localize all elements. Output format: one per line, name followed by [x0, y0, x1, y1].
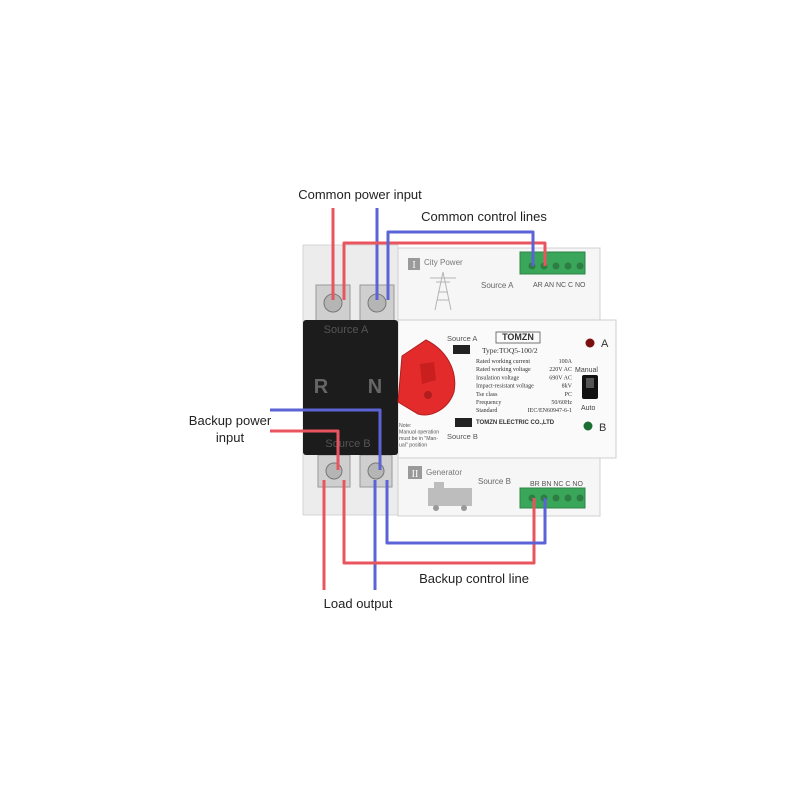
spec-row-value: 690V AC: [549, 375, 572, 381]
spec-row-label: Impact-resistant voltage: [476, 384, 534, 390]
company-label: TOMZN ELECTRIC CO.,LTD: [476, 420, 555, 426]
backup-control-red-wire: [342, 480, 536, 565]
note-line: Manual operation: [399, 430, 439, 436]
type-label: Type:TOQ5-100/2: [482, 346, 538, 355]
indicator-window-a: [453, 345, 470, 354]
spec-row-value: IEC/EN60947-6-1: [528, 408, 572, 414]
spec-row-label: Rated working current: [476, 359, 530, 365]
section-ii-label: II: [412, 469, 419, 480]
backup-power-red-wire: [270, 429, 340, 470]
block-source-a-label: Source A: [324, 324, 369, 336]
section-i-label: I: [412, 260, 415, 271]
spec-row-label: Tse class: [476, 392, 498, 398]
mode-auto-label: Auto: [581, 405, 596, 412]
bottom-terminal-screw-row: [528, 494, 584, 502]
led-b-label: B: [599, 422, 606, 434]
spec-row-value: PC: [565, 392, 572, 398]
brand-label: TOMZN: [502, 332, 534, 342]
spec-row-value: 8kV: [562, 384, 573, 390]
mode-toggle-lever: [586, 378, 594, 388]
top-control-terminal: [519, 251, 586, 275]
top-terminal-labels: AR AN NC C NO: [533, 282, 586, 289]
led-a-indicator: [585, 338, 595, 348]
pole-r-label: R: [314, 376, 329, 398]
source-a-top-label: Source A: [481, 281, 514, 290]
generator-label: Generator: [426, 468, 462, 477]
source-b-bottom-label: Source B: [478, 477, 511, 486]
switching-block: [303, 320, 398, 455]
note-line: Note:: [399, 423, 411, 429]
spec-row-label: Frequency: [476, 400, 501, 406]
backup-control-blue-wire: [385, 480, 547, 545]
panel-source-a-label: Source A: [447, 334, 477, 343]
common-control-blue-wire: [386, 230, 535, 300]
block-source-b-label: Source B: [325, 438, 370, 450]
backup-power-blue-wire: [270, 408, 382, 470]
power-pylon-icon: [430, 271, 456, 311]
common-power-input-label: Common power input: [298, 187, 422, 202]
backup-power-input-label-line2: input: [216, 430, 245, 445]
spec-row-value: 220V AC: [549, 367, 572, 373]
generator-icon: [428, 482, 472, 511]
manual-handle-knob[interactable]: [397, 339, 456, 416]
spec-row-label: Standard: [476, 408, 497, 414]
spec-row-value: 100A: [559, 359, 573, 365]
spec-row-value: 50/60Hz: [551, 400, 572, 406]
note-line: ual" position: [399, 443, 427, 449]
common-control-red-wire: [342, 241, 547, 300]
led-b-indicator: [583, 421, 593, 431]
indicator-window-b: [455, 418, 472, 427]
backup-power-input-label-line1: Backup power: [189, 413, 272, 428]
common-control-lines-label: Common control lines: [421, 209, 547, 224]
section-i-badge: [408, 258, 420, 270]
section-ii-badge: [408, 466, 422, 479]
backup-control-line-label: Backup control line: [419, 571, 529, 586]
note-line: must be in "Man-: [399, 436, 438, 442]
brand-box: [495, 331, 541, 344]
spec-row-label: Rated working voltage: [476, 367, 531, 373]
pole-n-label: N: [368, 376, 382, 398]
bottom-terminal-labels: BR BN NC C NO: [530, 481, 583, 488]
spec-table: Rated working current 100A Rated working v…: [476, 359, 573, 414]
spec-row-label: Insulation voltage: [476, 375, 519, 381]
led-a-label: A: [601, 338, 609, 350]
mode-manual-label: Manual: [575, 367, 598, 374]
panel-source-b-label: Source B: [447, 432, 478, 441]
load-output-label: Load output: [324, 596, 393, 611]
city-power-label: City Power: [424, 258, 463, 267]
